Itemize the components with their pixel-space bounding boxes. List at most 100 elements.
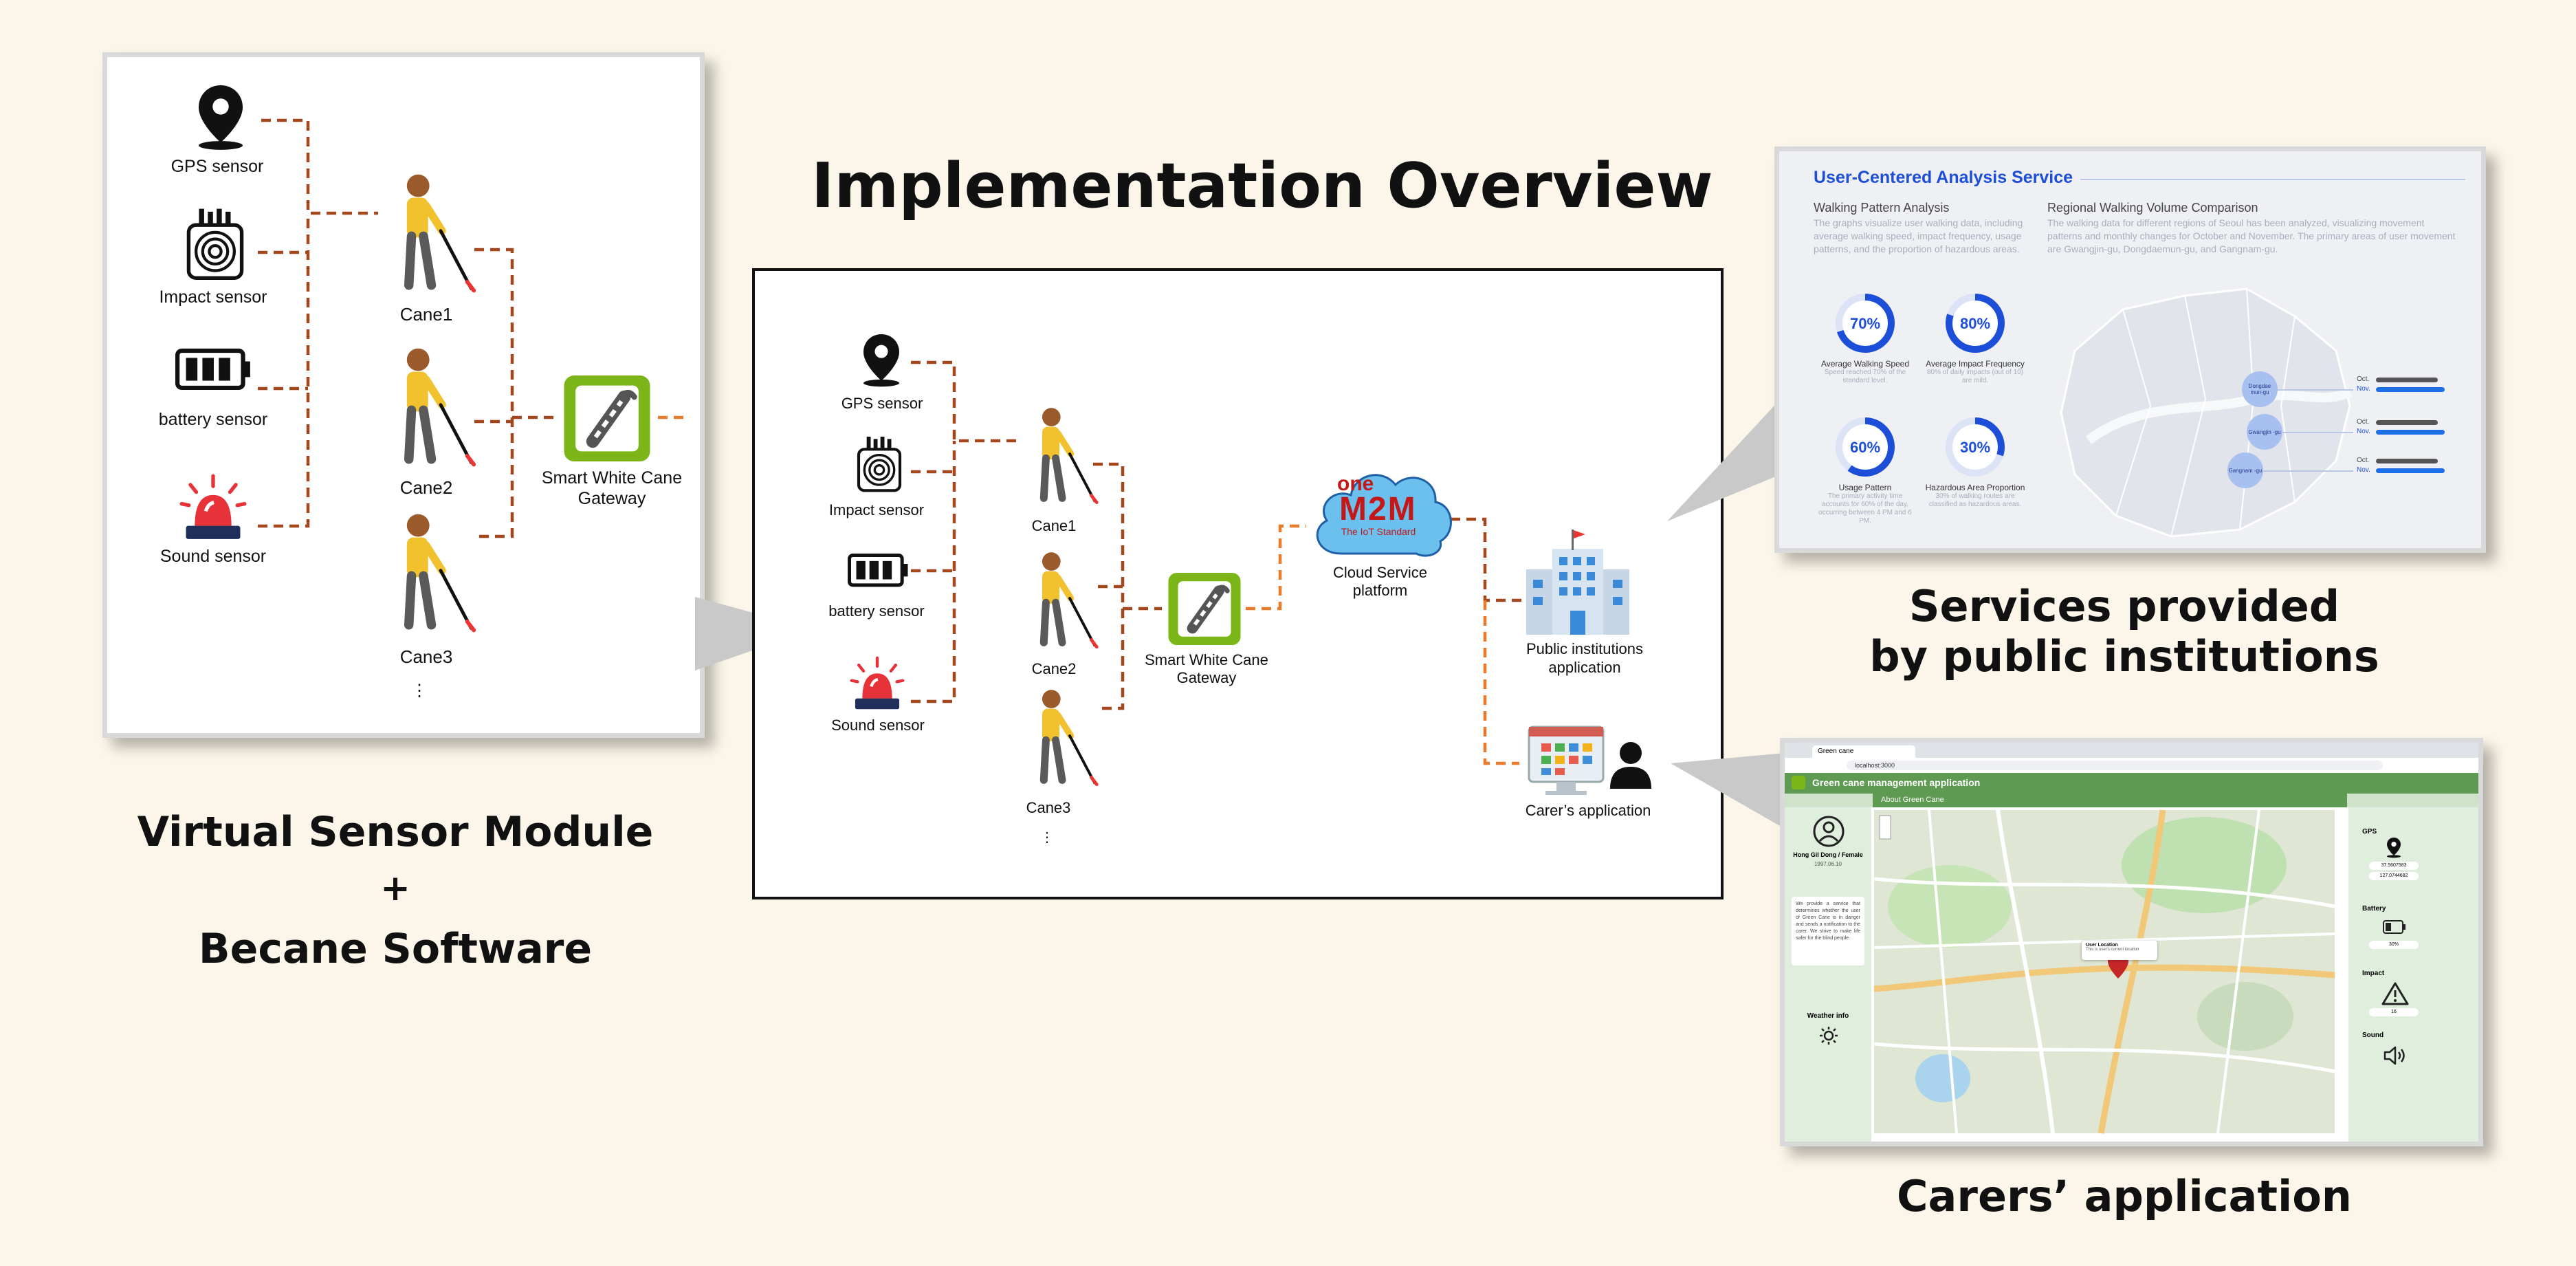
sound-label: Sound: [2362, 1032, 2384, 1039]
warning-triangle-icon: [2381, 982, 2409, 1005]
gauge-percent: 30%: [1960, 439, 1990, 456]
browser-tab[interactable]: Green cane: [1812, 745, 1915, 758]
gauge-ring: 60%: [1836, 417, 1895, 477]
region-bubble: Dongdae mun-gu: [2242, 371, 2278, 407]
services-caption-line2: by public institutions: [1869, 631, 2379, 681]
popup-text: This is user's current location: [2086, 948, 2139, 952]
region-bubble: Gangnam -gu: [2227, 452, 2263, 488]
user-dob: 1997.06.10: [1814, 861, 1842, 867]
page-title: Implementation Overview: [811, 150, 1713, 222]
center-cane3-label: Cane3: [1026, 799, 1071, 816]
region-nov-label: Nov.: [2357, 385, 2370, 393]
app-title: Green cane management application: [1812, 777, 1981, 788]
service-description: We provide a service that determines whe…: [1796, 902, 1860, 941]
battery-status-icon: [2383, 920, 2406, 934]
analysis-service-panel: User-Centered Analysis Service Walking P…: [1774, 146, 2486, 553]
region-oct-bar: [2376, 459, 2438, 463]
onem2m-logo-sub: The IoT Standard: [1341, 526, 1416, 537]
gauge-name: Usage Pattern: [1838, 483, 1892, 492]
regional-walking-desc: The walking data for different regions o…: [2047, 217, 2456, 254]
region-nov-bar: [2376, 387, 2445, 392]
gauge-arc: [1946, 417, 2005, 477]
gauge-name: Average Impact Frequency: [1926, 359, 2025, 369]
impact-value: 16: [2369, 1008, 2419, 1016]
user-avatar-icon: [1813, 816, 1845, 847]
center-cane1-label: Cane1: [1031, 517, 1077, 534]
carer-app-panel: Green cane localhost:3000 Green cane man…: [1780, 738, 2483, 1146]
gauge-percent: 70%: [1850, 315, 1880, 332]
app-header: [1785, 773, 2478, 794]
region-nov-label: Nov.: [2357, 428, 2370, 435]
left-gps-label: GPS sensor: [170, 157, 264, 176]
region-oct-bar: [2376, 420, 2438, 425]
service-description-card: [1792, 897, 1864, 965]
center-sound-label: Sound sensor: [831, 717, 925, 734]
center-battery-label: battery sensor: [828, 602, 925, 620]
region-nov-label: Nov.: [2357, 466, 2370, 474]
region-connector: [2278, 389, 2353, 391]
weather-label: Weather info: [1807, 1012, 1849, 1020]
popup-title: User Location: [2086, 943, 2118, 948]
onem2m-logo-mid: M2M: [1339, 491, 1417, 527]
battery-value: 30%: [2369, 941, 2419, 949]
sun-icon: [1820, 1027, 1838, 1045]
center-cane2-label: Cane2: [1031, 660, 1077, 677]
center-gps-label: GPS sensor: [841, 395, 923, 412]
region-nov-bar: [2376, 468, 2445, 473]
left-cane2-label: Cane2: [399, 477, 453, 498]
browser-tab-bar: [1785, 743, 2478, 758]
gauge-arc: [1836, 417, 1895, 477]
gauge-arc: [1836, 294, 1895, 353]
address-input[interactable]: localhost:3000: [1847, 761, 2383, 770]
gps-lat: 37.5607583: [2369, 862, 2419, 870]
left-caption-line3: Becane Software: [198, 925, 593, 973]
gauge-percent: 60%: [1850, 439, 1880, 456]
onem2m-logo-top: one: [1337, 472, 1374, 495]
gauge-ring: 80%: [1946, 294, 2005, 353]
carer-app-label: Carer’s application: [1525, 802, 1651, 819]
center-more-indicator: ⋮: [1040, 830, 1054, 845]
services-caption-line1: Services provided: [1908, 581, 2340, 631]
region-oct-label: Oct.: [2357, 418, 2370, 426]
walking-pattern-title: Walking Pattern Analysis: [1814, 201, 1950, 215]
left-more-indicator: ⋮: [411, 681, 428, 700]
about-tab[interactable]: [1873, 794, 2347, 807]
analysis-title-rule: [2080, 179, 2465, 180]
seoul-district-map: [2060, 287, 2353, 538]
region-nov-bar: [2376, 430, 2445, 435]
gauge-desc: 80% of daily impacts (out of 10) are mil…: [1926, 369, 2024, 384]
app-logo-icon: [1792, 776, 1805, 789]
speaker-icon: [2384, 1046, 2405, 1065]
location-popup: User Location This is user's current loc…: [2082, 941, 2157, 960]
user-sidebar: [1785, 807, 1871, 1142]
gps-pin-icon: [2387, 838, 2401, 858]
impact-label: Impact: [2362, 970, 2385, 977]
gauge-desc: The primary activity time accounts for 6…: [1818, 492, 1912, 525]
region-oct-bar: [2376, 378, 2438, 382]
regional-walking-title: Regional Walking Volume Comparison: [2047, 201, 2258, 215]
battery-label: Battery: [2362, 905, 2386, 913]
gauge-ring: 70%: [1836, 294, 1895, 353]
map-header: About Green Cane: [1881, 796, 1944, 804]
gauge-desc: 30% of walking routes are classified as …: [1928, 492, 2022, 508]
cloud-icon: [1316, 474, 1452, 557]
left-cane3-label: Cane3: [399, 646, 453, 667]
region-connector: [2282, 432, 2353, 433]
user-location-map[interactable]: [1873, 809, 2335, 1134]
left-battery-label: battery sensor: [158, 410, 268, 429]
gauge-percent: 80%: [1960, 315, 1990, 332]
gauge-desc: Speed reached 70% of the standard level.: [1824, 369, 1906, 384]
region-bubble: Gwangjin -gu: [2247, 414, 2282, 450]
center-impact-label: Impact sensor: [828, 501, 925, 519]
